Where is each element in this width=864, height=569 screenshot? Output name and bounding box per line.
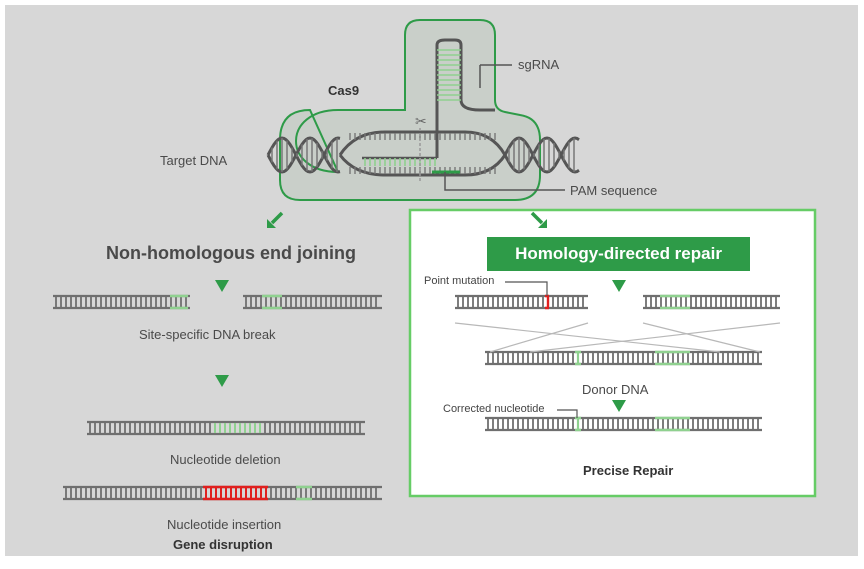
pam-leader-line bbox=[444, 172, 565, 191]
cas9-label: Cas9 bbox=[328, 83, 360, 98]
arrow-down-icon bbox=[612, 400, 626, 412]
homolog-right-strand bbox=[643, 294, 780, 310]
site-break-label: Site-specific DNA break bbox=[139, 327, 276, 342]
pam-label: PAM sequence bbox=[570, 183, 658, 198]
target-dna-helix bbox=[266, 130, 580, 177]
corrected-nucleotide-label: Corrected nucleotide bbox=[443, 403, 545, 415]
donor-dna-label: Donor DNA bbox=[582, 382, 649, 397]
insertion-strand bbox=[63, 485, 382, 501]
sgrna-label: sgRNA bbox=[518, 57, 560, 72]
nhej-title: Non-homologous end joining bbox=[106, 243, 356, 263]
gene-disruption-label: Gene disruption bbox=[173, 537, 273, 552]
precise-repair-label: Precise Repair bbox=[583, 463, 674, 478]
hdr-title: Homology-directed repair bbox=[487, 237, 750, 271]
arrow-down-icon bbox=[612, 280, 626, 292]
mutated-strand bbox=[455, 294, 588, 310]
deletion-strand bbox=[87, 420, 365, 436]
donor-dna-strand bbox=[485, 350, 762, 366]
arrow-down-left-icon bbox=[267, 211, 284, 228]
break-left-strand bbox=[53, 294, 190, 310]
scissors-icon: ✂ bbox=[415, 114, 427, 130]
nuc-insertion-label: Nucleotide insertion bbox=[167, 517, 282, 532]
cas9-protein bbox=[279, 19, 541, 201]
sgrna-hairpin bbox=[435, 38, 495, 150]
arrow-down-icon bbox=[215, 375, 229, 387]
arrow-down-icon bbox=[215, 280, 229, 292]
point-mutation-label: Point mutation bbox=[424, 275, 495, 287]
crossover-lines bbox=[454, 322, 781, 353]
target-dna-label: Target DNA bbox=[160, 153, 228, 168]
repaired-strand bbox=[485, 416, 762, 432]
nuc-deletion-label: Nucleotide deletion bbox=[170, 452, 281, 467]
break-right-strand bbox=[243, 294, 382, 310]
arrow-down-right-icon bbox=[530, 211, 547, 228]
